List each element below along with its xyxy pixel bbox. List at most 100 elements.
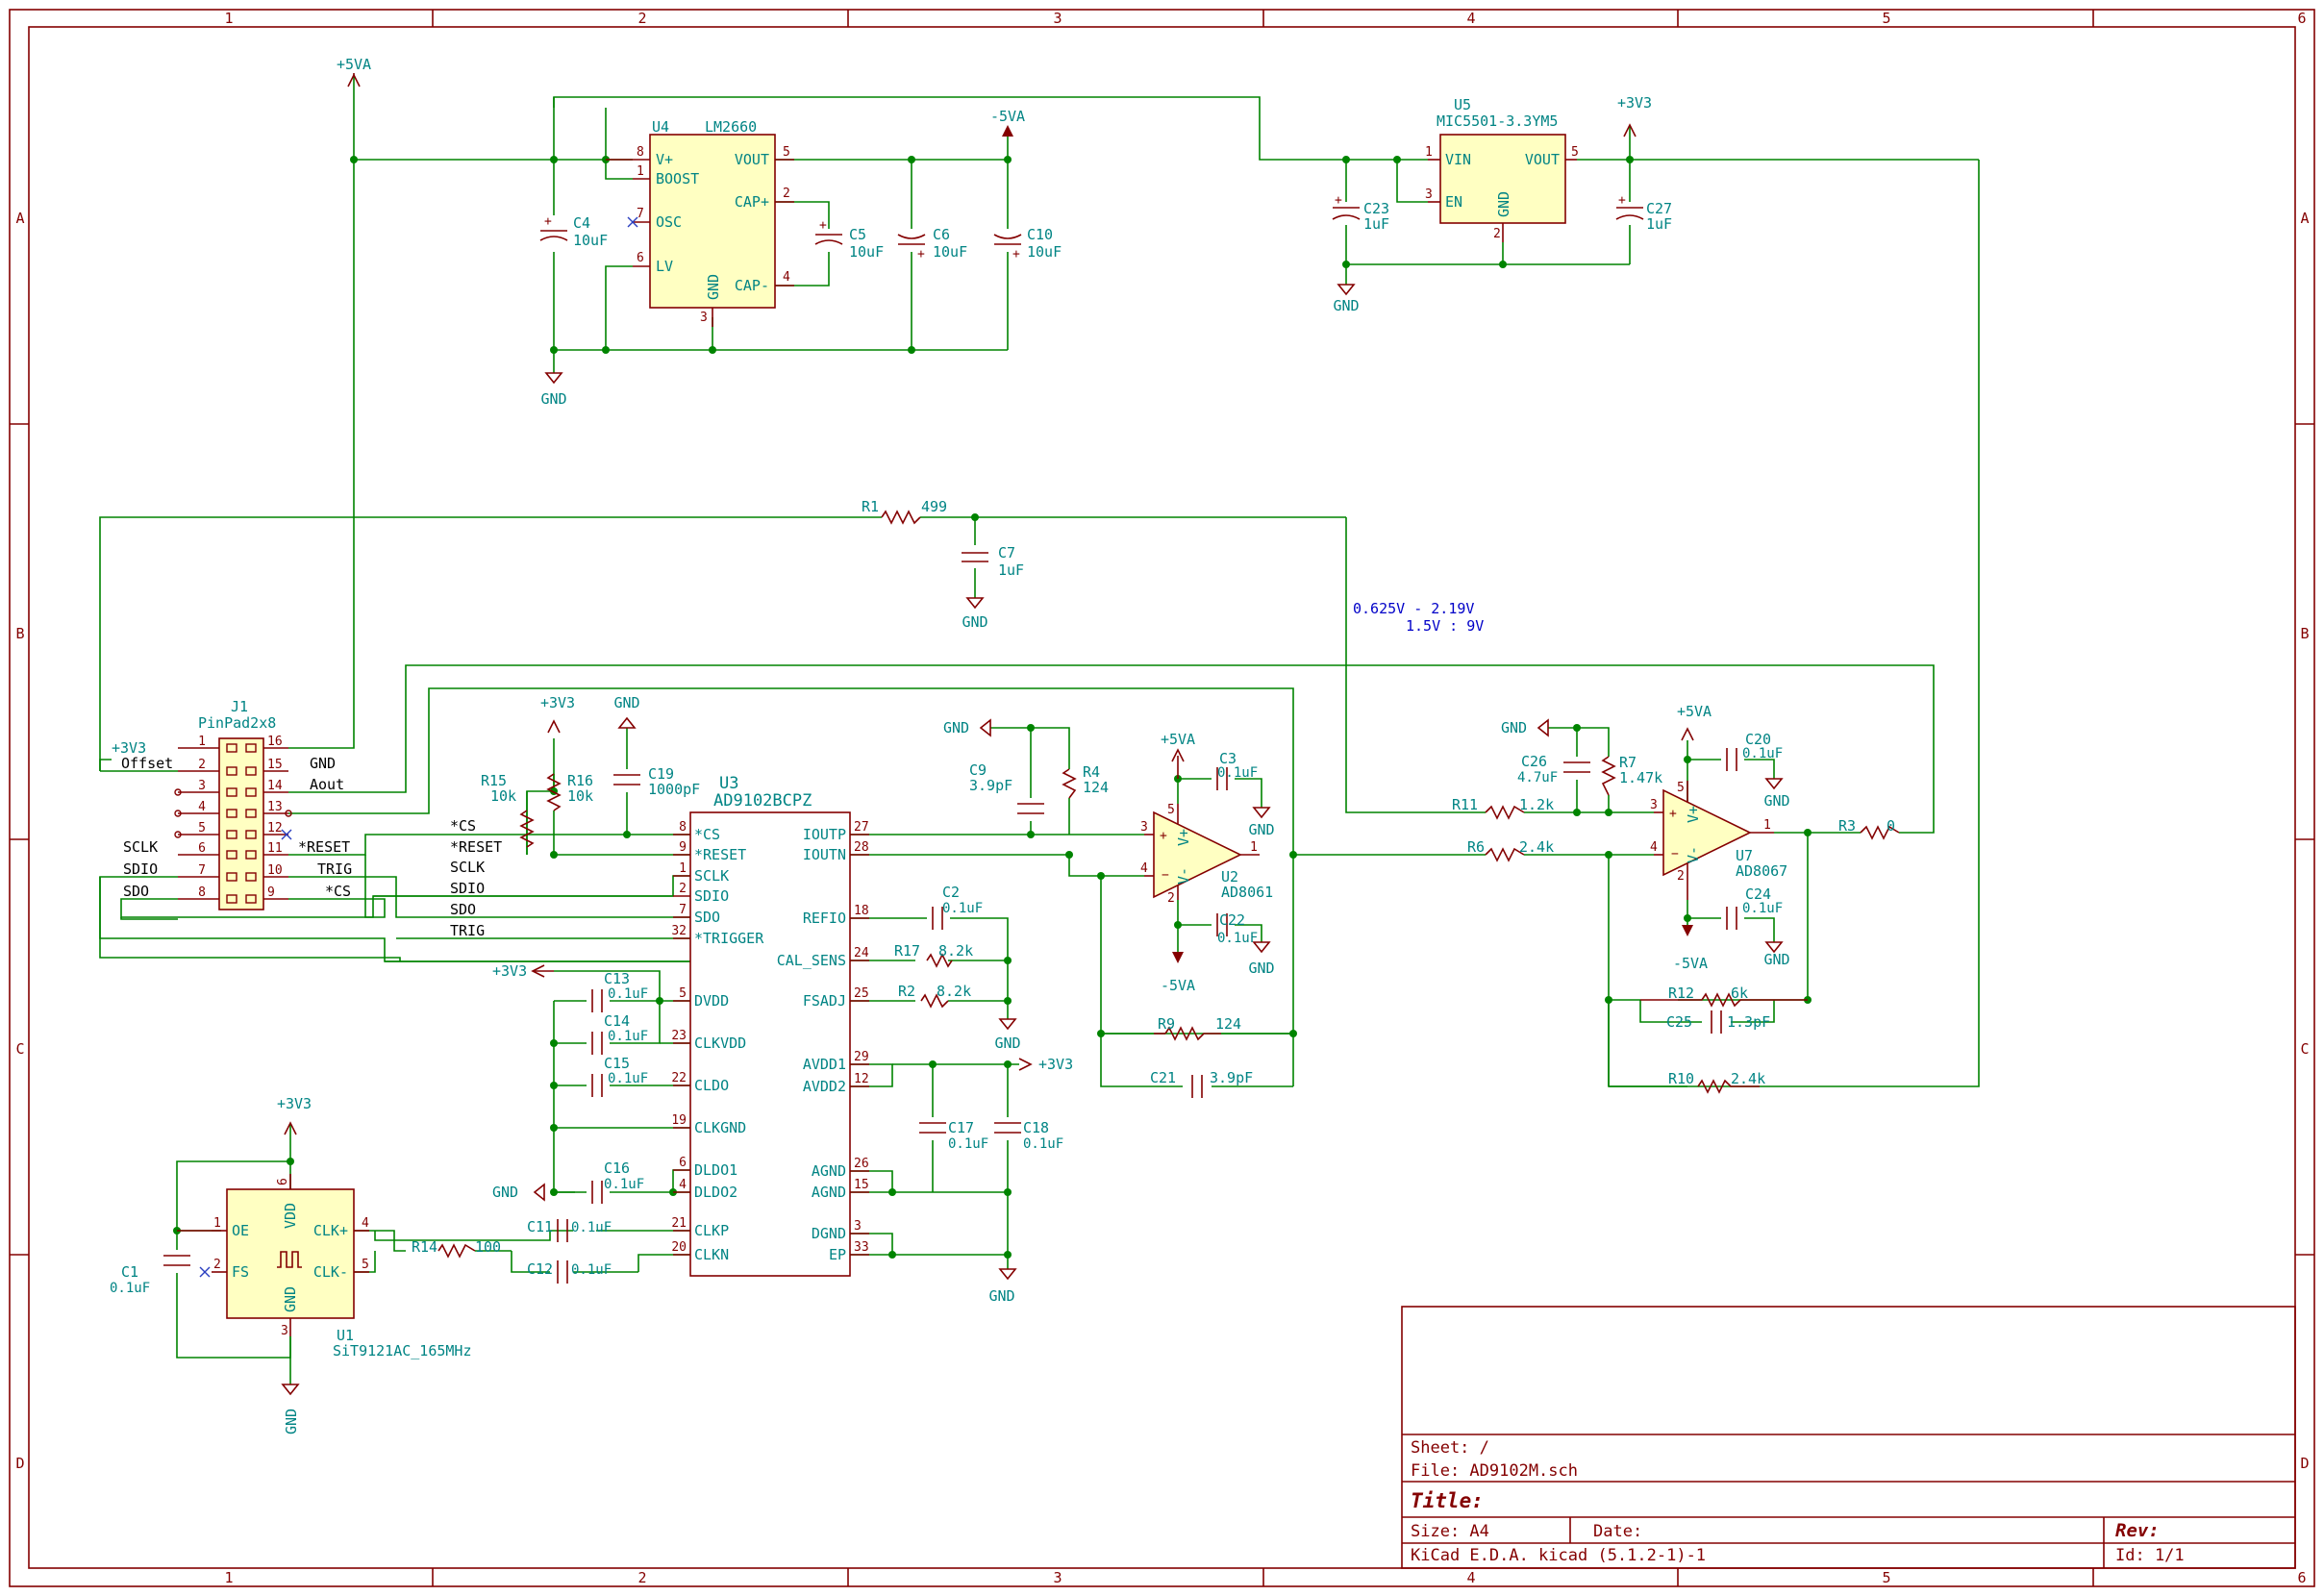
svg-text:3: 3 [1140,820,1148,835]
svg-text:0.1uF: 0.1uF [1023,1136,1063,1152]
svg-text:3.9pF: 3.9pF [969,777,1012,794]
frame-col-3-top: 3 [1053,10,1062,27]
j1-pinpad2x8: J1 PinPad2x8 1 2 3 4 5 6 7 8 16 15 14 13… [99,698,352,910]
u4-pin-capp: CAP+ [735,193,769,211]
j1-ref: J1 [231,698,248,715]
title-tool: KiCad E.D.A. kicad (5.1.2-1)-1 [1411,1546,1706,1565]
r2: R2 8.2k [898,983,971,1009]
svg-text:C9: C9 [969,761,987,779]
svg-text:4: 4 [1140,861,1148,876]
svg-text:R14: R14 [412,1238,437,1256]
svg-text:GND: GND [1248,821,1274,838]
svg-text:5: 5 [362,1258,369,1272]
power-gnd-c26: GND [1501,718,1549,737]
svg-text:0.1uF: 0.1uF [571,1220,612,1235]
c2: C2 0.1uF [932,884,983,930]
r14: R14 100 [412,1238,501,1259]
u1-ref: U1 [337,1327,354,1344]
frame-row-c-left: C [15,1040,24,1058]
svg-text:+: + [819,218,827,233]
svg-text:8: 8 [198,885,206,900]
svg-text:1: 1 [1250,840,1258,855]
svg-text:5: 5 [1677,781,1685,795]
svg-text:1: 1 [1425,145,1433,160]
svg-text:+3V3: +3V3 [1617,94,1652,112]
power-gnd-c3: GND [1248,807,1275,838]
frame-col-1-top: 1 [224,10,233,27]
svg-text:C11: C11 [527,1218,553,1235]
svg-text:2.4k: 2.4k [1519,838,1554,856]
svg-text:GND: GND [282,1286,299,1312]
svg-text:15: 15 [267,758,283,772]
j1-label-cs: *CS [325,883,351,900]
svg-text:12: 12 [267,821,283,835]
svg-text:V+: V+ [1685,806,1702,823]
svg-text:CLKGND: CLKGND [694,1119,746,1136]
frame-col-1-bottom: 1 [224,1569,233,1586]
svg-text:8.2k: 8.2k [937,983,971,1000]
frame-col-3-bottom: 3 [1053,1569,1062,1586]
power-3v3-top: +3V3 [1617,94,1652,137]
c12: C12 0.1uF [527,1260,612,1284]
svg-text:1uF: 1uF [1363,215,1389,233]
svg-text:-5VA: -5VA [1161,977,1195,994]
svg-text:+: + [1669,807,1677,821]
svg-text:GND: GND [1763,792,1789,810]
svg-text:VIN: VIN [1445,151,1471,168]
svg-text:5: 5 [1571,145,1579,160]
frame-col-5-bottom: 5 [1882,1569,1890,1586]
power-5va-u7: +5VA [1677,703,1712,741]
frame-row-b-right: B [2300,625,2309,642]
svg-text:8.2k: 8.2k [938,942,973,960]
svg-text:4: 4 [783,270,790,285]
r4: R4 124 [1062,763,1109,799]
svg-text:14: 14 [267,779,283,793]
power-5va-top: +5VA [337,56,371,87]
svg-text:10k: 10k [490,787,516,805]
power-gnd-mic5501: GND [1333,284,1360,314]
svg-text:2: 2 [198,758,206,772]
power-gnd-c19: GND [613,694,640,729]
svg-text:C14: C14 [604,1012,630,1030]
frame-row-a-left: A [15,210,24,227]
svg-text:4: 4 [679,1178,687,1192]
svg-text:+3V3: +3V3 [277,1095,312,1112]
svg-text:32: 32 [671,924,687,938]
u4-value: LM2660 [705,118,757,136]
svg-text:C2: C2 [942,884,960,901]
svg-text:DLDO1: DLDO1 [694,1161,737,1179]
svg-text:+: + [1335,193,1342,208]
title-sheet: Sheet: / [1411,1438,1489,1458]
svg-text:10uF: 10uF [1027,243,1062,261]
svg-text:3: 3 [281,1324,288,1338]
c5: + C5 10uF [814,218,884,261]
c23: + C23 1uF [1332,193,1389,233]
frame-row-a-right: A [2300,210,2309,227]
power-gnd-c7: GND [962,597,988,631]
c24: C24 0.1uF [1726,885,1783,930]
svg-text:0.1uF: 0.1uF [608,1029,648,1044]
svg-text:1uF: 1uF [1646,215,1672,233]
svg-text:*CS: *CS [694,826,720,843]
power-gnd-c22: GND [1248,941,1275,977]
svg-text:V+: V+ [1175,829,1192,846]
resistors: R1 499 R15 10k R16 10k R4 124 R17 8.2k R… [412,498,1900,1259]
svg-text:−: − [1162,868,1169,883]
svg-text:C1: C1 [121,1263,138,1281]
svg-text:+: + [1012,247,1020,262]
c22: C22 0.1uF [1216,911,1258,946]
svg-text:25: 25 [854,986,869,1001]
c21: C21 3.9pF [1150,1069,1253,1098]
svg-text:5: 5 [679,986,687,1001]
c1: C1 0.1uF [110,1255,190,1296]
svg-text:100: 100 [475,1238,501,1256]
u4-pin-capn: CAP- [735,277,769,294]
svg-text:0.1uF: 0.1uF [604,1177,644,1192]
frame-row-d-left: D [15,1455,24,1472]
u3-value: AD9102BCPZ [713,791,812,810]
r9: R9 124 [1154,1015,1241,1041]
svg-text:+: + [1618,193,1626,208]
svg-text:18: 18 [854,904,869,918]
svg-text:R12: R12 [1668,985,1694,1002]
svg-text:C18: C18 [1023,1119,1049,1136]
